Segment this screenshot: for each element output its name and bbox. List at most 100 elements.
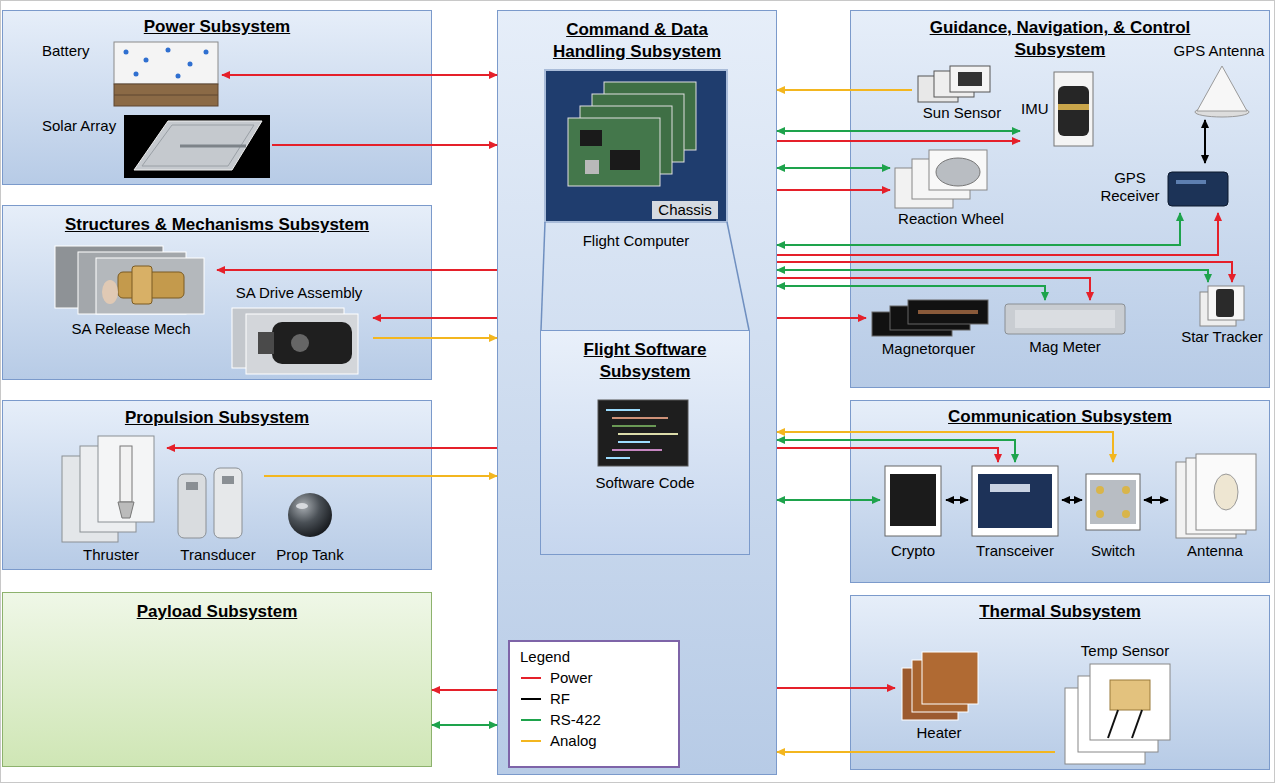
legend-swatch	[521, 740, 541, 742]
part-label: Chassis	[652, 201, 718, 219]
part-label: Solar Array	[42, 117, 124, 135]
component: Transceiver	[968, 462, 1062, 562]
temp-sensor-picture	[1078, 676, 1158, 752]
star-tracker-picture	[1200, 286, 1244, 326]
part-label: Antenna	[1168, 542, 1262, 560]
analog-line	[777, 89, 912, 91]
component: Star Tracker	[1176, 282, 1268, 348]
sun-sensor-picture	[958, 72, 982, 86]
temp-sensor-picture	[1132, 710, 1142, 738]
component: Switch	[1082, 462, 1144, 562]
code-picture	[598, 400, 688, 466]
code-picture	[606, 409, 640, 411]
component: IMU	[1020, 70, 1095, 148]
subsystem-box: Structures & Mechanisms SubsystemSA Rele…	[2, 205, 432, 380]
software-box: Flight Software SubsystemSoftware Code	[540, 330, 750, 555]
legend-swatch	[520, 736, 542, 746]
legend-swatch	[521, 698, 541, 700]
switch-picture	[1096, 486, 1104, 494]
power-line	[167, 447, 497, 449]
rs422-line	[777, 286, 1045, 300]
power-line	[777, 317, 866, 319]
chassis-picture	[580, 106, 672, 174]
solar-array-picture	[180, 145, 246, 148]
crypto-picture	[885, 466, 941, 536]
antenna-picture	[1176, 454, 1256, 538]
thruster-picture	[62, 456, 118, 542]
switch-picture	[1122, 510, 1130, 518]
battery-picture	[124, 50, 129, 55]
solar-array-picture	[134, 121, 262, 170]
chassis-picture	[585, 160, 599, 174]
chassis-picture	[545, 70, 727, 222]
payload-box: Payload Subsystem	[2, 592, 432, 767]
temp-sensor-picture	[1110, 680, 1150, 710]
imu-picture	[1054, 72, 1093, 146]
temp-sensor-picture	[1090, 664, 1170, 740]
gps-receiver-picture	[1176, 180, 1206, 184]
battery-picture	[114, 42, 218, 84]
zoom-bracket	[727, 222, 749, 330]
part-label: Thruster	[55, 546, 167, 564]
release-mechanism-picture	[118, 272, 184, 298]
prop-tank-picture	[288, 493, 332, 537]
power-line	[777, 448, 998, 462]
part-label: GPS Receiver	[1098, 169, 1162, 205]
component: Prop Tank	[270, 490, 350, 568]
component: Crypto	[880, 462, 946, 562]
drive-assembly-picture	[246, 314, 358, 374]
reaction-wheel-picture	[895, 168, 953, 208]
thruster-picture	[98, 436, 154, 522]
power-line	[777, 213, 1218, 255]
temp-sensor-picture	[1065, 664, 1170, 764]
reaction-wheel-picture	[912, 159, 970, 199]
thruster-picture	[62, 436, 154, 542]
chassis-picture	[592, 94, 684, 162]
component: SA Release Mech	[45, 240, 217, 342]
transducer-picture	[214, 468, 242, 538]
power-line	[777, 189, 890, 191]
release-mechanism-picture	[132, 266, 152, 304]
imu-picture	[1058, 104, 1089, 110]
legend-text: RF	[550, 690, 570, 708]
subsystem-title: Propulsion Subsystem	[3, 407, 431, 429]
subsystem-box: Power SubsystemBatterySolar Array	[2, 10, 432, 185]
drive-assembly-picture	[291, 334, 309, 352]
gps-receiver-picture	[1168, 172, 1228, 206]
solar-array-picture	[124, 115, 270, 178]
part-label: Temp Sensor	[1070, 642, 1180, 660]
magnetorquer-picture	[918, 310, 978, 314]
battery-picture	[176, 74, 181, 79]
component: Magnetorquer	[866, 298, 991, 360]
crypto-picture	[885, 466, 941, 536]
battery-picture	[114, 84, 218, 106]
sun-sensor-picture	[918, 66, 990, 102]
release-mechanism-picture	[78, 252, 186, 314]
antenna-picture	[1214, 474, 1238, 510]
part-label: Flight Computer	[545, 232, 727, 250]
component: Heater	[895, 648, 983, 744]
drive-assembly-picture	[232, 308, 358, 374]
thruster-picture	[118, 502, 134, 518]
power-line	[777, 687, 895, 689]
switch-picture	[1096, 510, 1104, 518]
subsystem-title: Thermal Subsystem	[851, 601, 1269, 623]
mag-meter-picture	[1005, 304, 1125, 334]
release-mechanism-picture	[96, 258, 204, 314]
code-picture	[612, 425, 656, 427]
part-label: Magnetorquer	[866, 340, 991, 358]
gps-antenna-picture	[1195, 107, 1249, 117]
part-label: Prop Tank	[270, 546, 350, 564]
component: Temp Sensor	[1055, 640, 1195, 766]
battery-picture	[144, 58, 149, 63]
subsystem-title: Power Subsystem	[3, 16, 431, 38]
gps-receiver-picture	[1168, 172, 1228, 206]
analog-line	[777, 751, 1055, 753]
transceiver-picture	[972, 466, 1058, 536]
antenna-picture	[1196, 454, 1256, 530]
magnetorquer-picture	[890, 306, 970, 330]
temp-sensor-picture	[1065, 688, 1145, 764]
code-picture	[618, 433, 678, 435]
part-label: GPS Antenna	[1170, 42, 1268, 60]
